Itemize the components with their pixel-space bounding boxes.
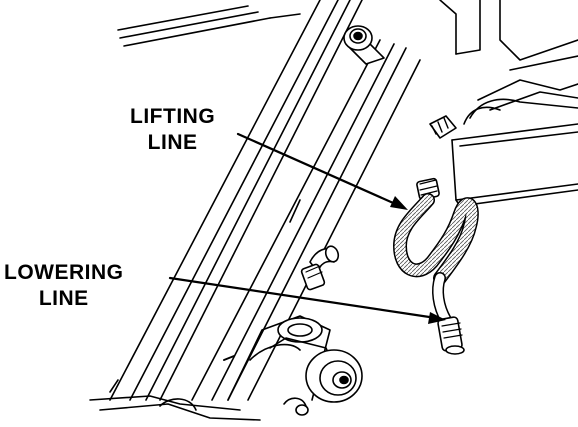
pivot-bolt xyxy=(343,25,385,65)
lowering-line-hose xyxy=(432,272,465,355)
upper-frame-rails xyxy=(117,0,578,71)
lowering-line-label-line1: LOWERING xyxy=(4,261,124,284)
boom-elbow-fitting xyxy=(300,245,340,291)
hydraulic-cylinder xyxy=(223,315,363,416)
lifting-line-label-line1: LIFTING xyxy=(130,105,216,128)
lifting-line-hose xyxy=(393,193,479,285)
cross-tube-frame xyxy=(451,79,578,207)
lifting-line-arrow xyxy=(236,132,402,208)
lowering-line-arrow xyxy=(168,276,438,320)
main-boom-arm xyxy=(109,0,421,401)
lifting-line-fitting xyxy=(416,115,457,201)
callout-arrows xyxy=(168,132,438,320)
lowering-line-label: LOWERING LINE xyxy=(4,260,124,312)
lifting-line-arrowhead xyxy=(390,196,408,210)
lowering-line-label-line2: LINE xyxy=(38,287,89,310)
lower-frame-details xyxy=(89,379,261,421)
lifting-line-label: LIFTING LINE xyxy=(130,104,215,156)
lowering-line-arrowhead xyxy=(428,312,446,324)
lifting-line-label-line2: LINE xyxy=(147,131,198,154)
